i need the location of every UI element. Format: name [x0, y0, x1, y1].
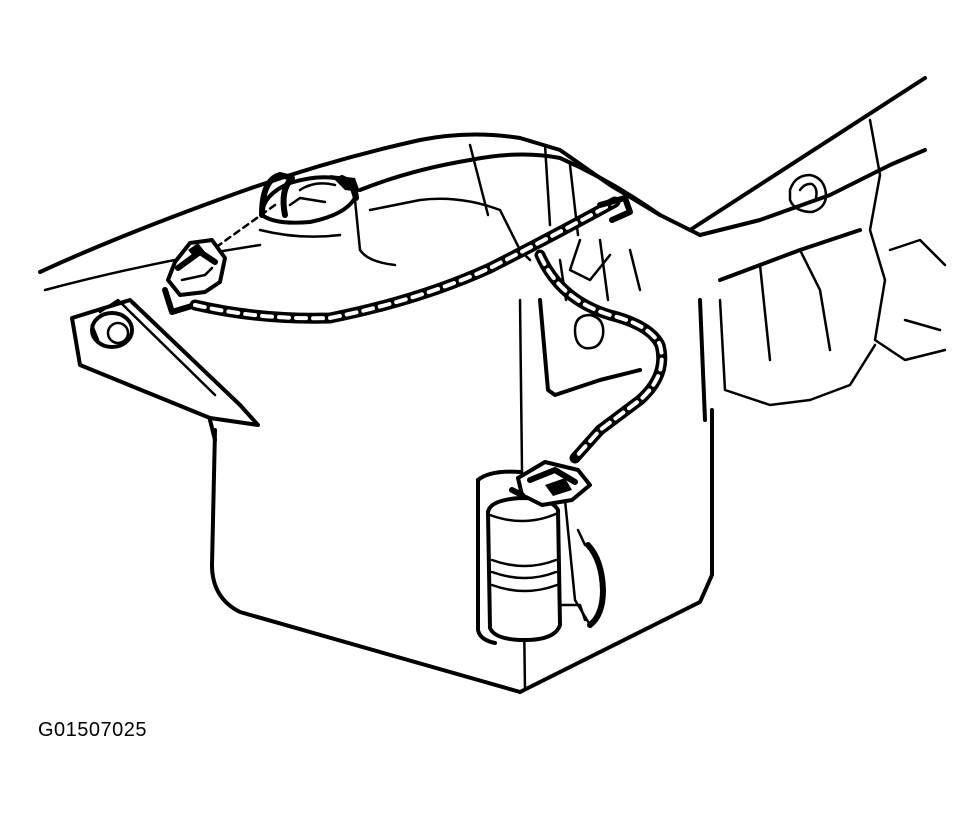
washer-fluid-reservoir — [210, 143, 714, 694]
washer-pump-motor — [486, 460, 592, 642]
left-bracket — [38, 132, 662, 442]
washer-hose — [558, 528, 606, 628]
figure-id-label: G01507025 — [38, 719, 148, 741]
wiring-harness — [189, 195, 668, 464]
fluid-level-sensor-connector — [162, 238, 227, 315]
reservoir-filler-neck — [259, 172, 360, 225]
body-structure — [538, 76, 947, 422]
leader-line — [213, 203, 277, 250]
mounting-bolt — [90, 311, 134, 349]
